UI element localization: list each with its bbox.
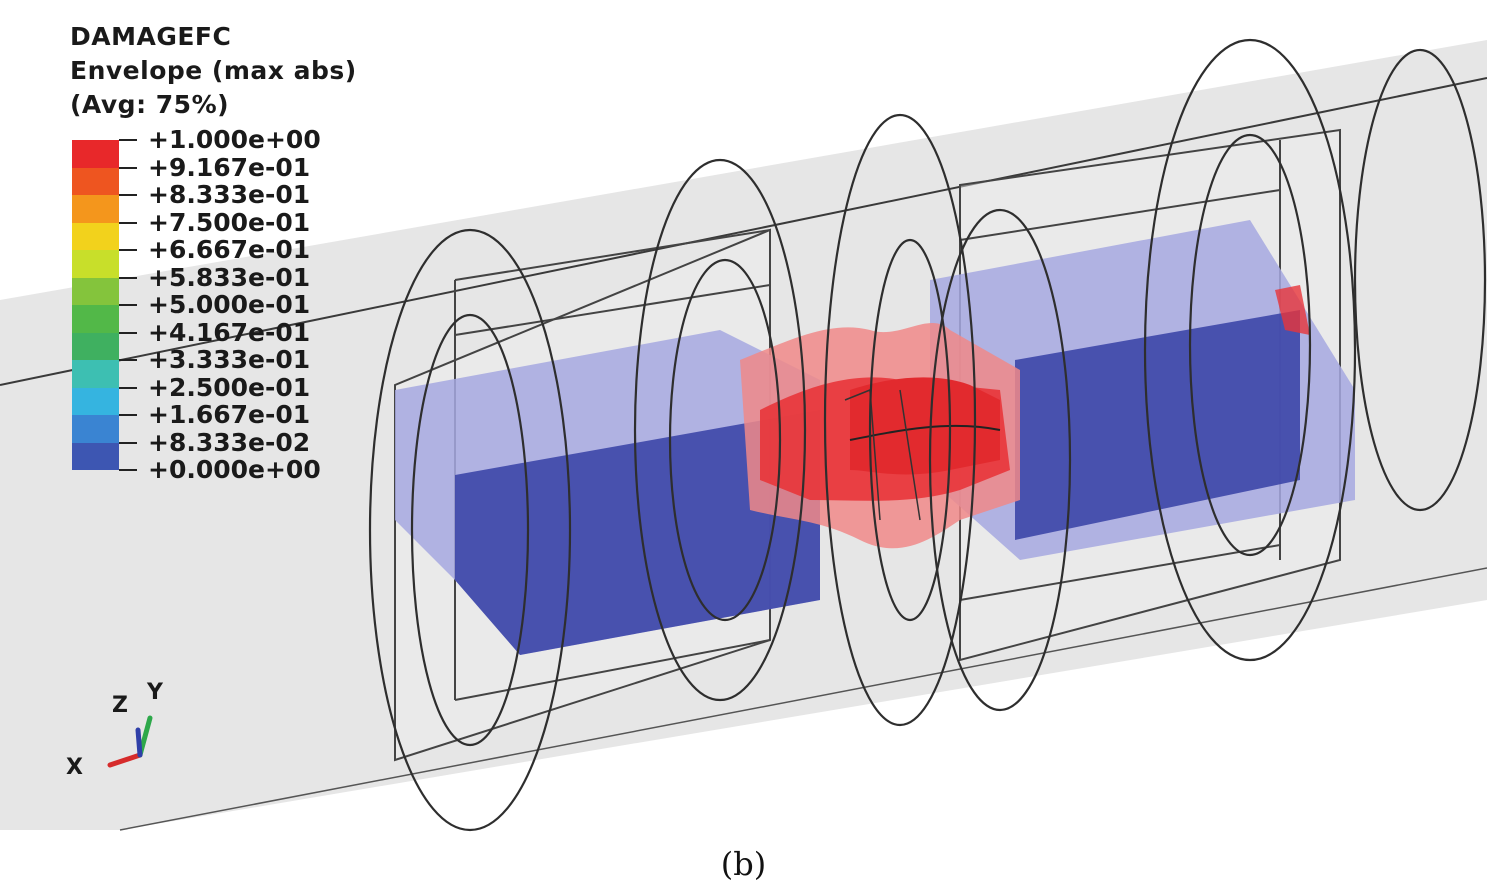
specimen-gauge-damage — [740, 322, 1020, 549]
legend-tick — [119, 166, 137, 169]
legend-level-label: +3.333e-01 — [148, 345, 311, 374]
triad-z-arrow — [135, 727, 143, 758]
rings — [368, 38, 1487, 832]
ring-2-inner — [668, 258, 782, 622]
legend-level-label: +8.333e-01 — [148, 180, 311, 209]
legend-average: (Avg: 75%) — [70, 90, 230, 119]
ring-5-inner — [1188, 133, 1312, 557]
legend-level-label: +2.500e-01 — [148, 372, 311, 402]
legend-tick — [119, 441, 137, 444]
legend-tick — [119, 386, 137, 389]
ring-3-inner — [868, 238, 952, 622]
triad-y-label: Y — [147, 680, 163, 705]
ring-6 — [1353, 48, 1487, 512]
legend-swatch — [72, 442, 119, 470]
legend-level-label: +4.167e-01 — [148, 317, 311, 347]
figure-caption: (b) — [720, 845, 767, 883]
legend-swatch — [72, 360, 119, 388]
legend-envelope: Envelope (max abs) — [70, 56, 357, 85]
legend-swatch — [72, 387, 119, 415]
legend-tick — [119, 221, 137, 224]
axis-triad — [107, 715, 153, 768]
legend-tick — [119, 249, 137, 251]
legend-swatch — [72, 167, 119, 195]
triad-x-label: X — [66, 755, 83, 780]
ring-3 — [823, 113, 977, 727]
legend-tick — [119, 304, 137, 306]
ring-5 — [1143, 38, 1357, 662]
legend-level-label: +6.667e-01 — [148, 235, 311, 264]
legend-level-label: +0.000e+00 — [148, 455, 321, 484]
legend-swatch — [72, 140, 119, 168]
legend-swatch — [72, 415, 119, 443]
legend-level-label: +1.667e-01 — [148, 400, 311, 429]
triad-x-arrow — [107, 752, 143, 768]
legend-variable: DAMAGEFC — [70, 22, 232, 51]
legend-level-label: +1.000e+00 — [148, 125, 321, 154]
legend-swatch — [72, 195, 119, 223]
ring-1 — [368, 228, 572, 832]
specimen-right-block — [930, 220, 1355, 560]
legend-level-label: +7.500e-01 — [148, 207, 311, 237]
triad-z-label: Z — [112, 693, 128, 718]
legend-tick — [119, 331, 137, 334]
legend-level-label: +9.167e-01 — [148, 152, 311, 182]
ring-2 — [633, 158, 807, 702]
legend-tick — [119, 194, 137, 196]
legend-tick — [119, 276, 137, 279]
legend-tick — [119, 139, 137, 141]
legend-swatch — [72, 250, 119, 278]
legend-level-label: +5.833e-01 — [148, 262, 311, 292]
legend-swatch — [72, 332, 119, 360]
legend-color-bar — [72, 140, 119, 470]
legend-swatch — [72, 305, 119, 333]
bar-edge-top — [0, 77, 1487, 386]
ring-1-inner — [410, 313, 530, 747]
legend-tick — [119, 414, 137, 416]
ring-4 — [928, 208, 1072, 712]
specimen-left-block — [395, 330, 820, 655]
legend-level-label: +5.000e-01 — [148, 290, 311, 319]
bar-edge-bottom — [119, 567, 1487, 831]
legend-swatch — [72, 222, 119, 250]
legend-swatch — [72, 277, 119, 305]
legend-tick — [119, 469, 137, 471]
legend-tick — [119, 359, 137, 361]
legend-level-label: +8.333e-02 — [148, 427, 311, 457]
